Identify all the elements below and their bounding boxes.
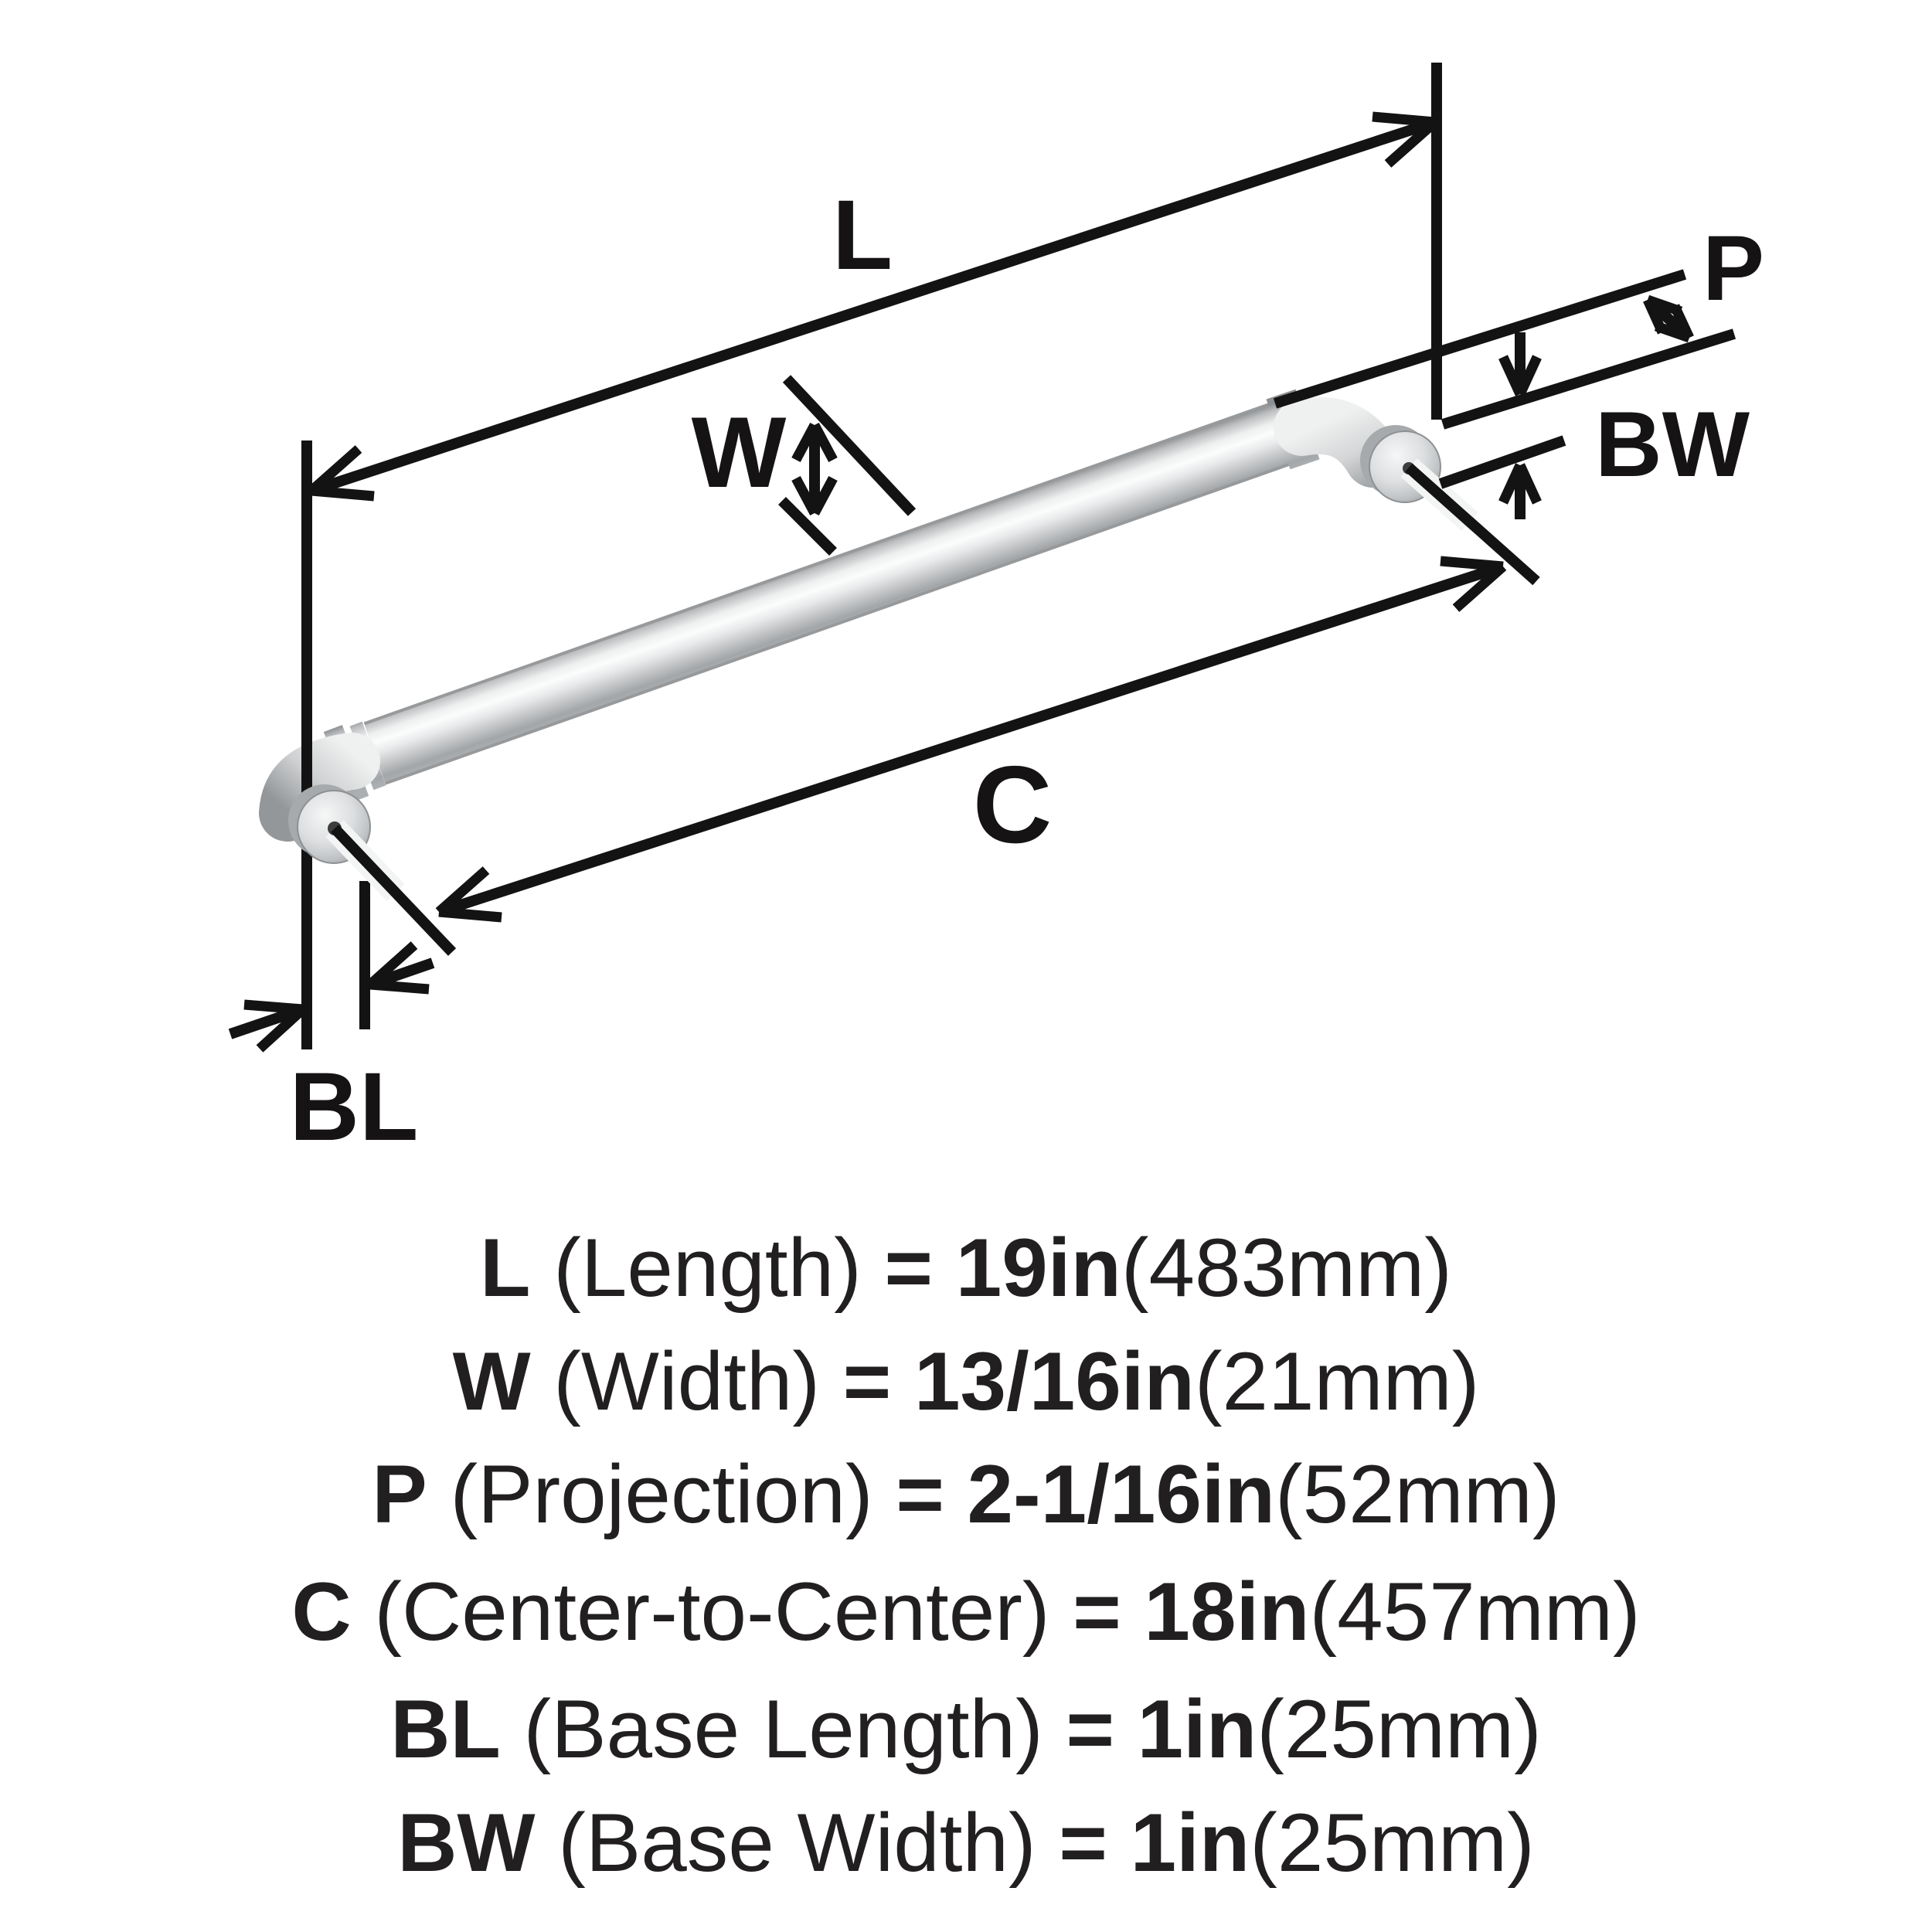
label-width: W	[692, 396, 787, 509]
spec-metric: (457mm)	[1309, 1565, 1641, 1658]
width-arrowhead-bottom	[791, 475, 838, 516]
length-dimension-line	[309, 117, 1437, 496]
spec-value: = 2-1/16in	[896, 1447, 1276, 1540]
spec-metric: (483mm)	[1121, 1221, 1452, 1314]
spec-metric: (21mm)	[1194, 1335, 1480, 1427]
spec-code: P	[372, 1447, 427, 1540]
spec-value: = 13/16in	[842, 1335, 1195, 1427]
spec-value: = 1in	[1059, 1796, 1250, 1889]
projection-arrowhead-lower	[1654, 304, 1694, 343]
spec-name: (Projection)	[427, 1447, 896, 1540]
spec-name: (Base Width)	[535, 1796, 1060, 1889]
center-dimension-line	[437, 561, 1505, 917]
spec-line-base-length: BL (Base Length) = 1in(25mm)	[0, 1679, 1932, 1779]
center-arrowhead-left	[435, 866, 502, 923]
base-width-up-arrowhead	[1498, 463, 1542, 505]
center-tick-right	[1405, 463, 1540, 586]
handle-feet	[288, 425, 1478, 902]
spec-metric: (25mm)	[1257, 1682, 1542, 1775]
dimension-width: W	[692, 375, 917, 556]
projection-line-base	[1440, 328, 1736, 430]
spec-line-center-to-center: C (Center-to-Center) = 18in(457mm)	[0, 1561, 1932, 1662]
spec-value: = 1in	[1066, 1682, 1257, 1775]
spec-code: W	[452, 1335, 531, 1427]
spec-name: (Length)	[530, 1221, 885, 1314]
spec-code: C	[291, 1565, 352, 1658]
base-length-arrow-left-shaft	[228, 1004, 305, 1039]
width-tick-lower	[778, 497, 837, 556]
dimension-base-length: BL	[228, 941, 435, 1161]
label-base-width: BW	[1595, 393, 1750, 496]
label-center-to-center: C	[973, 743, 1053, 866]
spec-value: = 19in	[884, 1221, 1121, 1314]
handle-bar	[365, 405, 1291, 782]
center-tick-left	[330, 825, 457, 956]
spec-metric: (52mm)	[1275, 1447, 1560, 1540]
spec-value: = 18in	[1073, 1565, 1310, 1658]
spec-metric: (25mm)	[1250, 1796, 1535, 1889]
spec-code: BL	[390, 1682, 501, 1775]
base-width-down-arrowhead	[1498, 355, 1542, 396]
spec-line-width: W (Width) = 13/16in(21mm)	[0, 1331, 1932, 1431]
length-arrowhead-right	[1372, 111, 1439, 168]
projection-line-front	[1273, 269, 1687, 409]
spec-code: L	[480, 1221, 531, 1314]
dimension-length: L	[308, 111, 1439, 502]
dimension-center-to-center: C	[330, 463, 1540, 956]
spec-name: (Base Length)	[500, 1682, 1066, 1775]
base-length-arrowhead-right	[366, 941, 430, 995]
spec-line-projection: P (Projection) = 2-1/16in(52mm)	[0, 1444, 1932, 1544]
spec-name: (Center-to-Center)	[351, 1565, 1073, 1658]
spec-line-length: L (Length) = 19in(483mm)	[0, 1217, 1932, 1318]
spec-line-base-width: BW (Base Width) = 1in(25mm)	[0, 1792, 1932, 1893]
spec-name: (Width)	[530, 1335, 843, 1427]
spec-code: BW	[397, 1796, 536, 1889]
base-width-line	[1438, 435, 1566, 489]
dimension-projection: P	[1273, 216, 1764, 430]
center-arrowhead-right	[1440, 556, 1507, 612]
label-base-length: BL	[290, 1053, 419, 1161]
label-length: L	[832, 180, 893, 291]
base-length-arrowhead-left	[243, 999, 307, 1053]
length-arrowhead-left	[308, 445, 375, 502]
width-tick-upper	[782, 375, 917, 516]
dimension-base-width: BW	[1438, 393, 1750, 519]
width-arrowhead-top	[791, 422, 838, 463]
label-projection: P	[1702, 216, 1764, 320]
extension-lines	[301, 63, 1442, 1049]
